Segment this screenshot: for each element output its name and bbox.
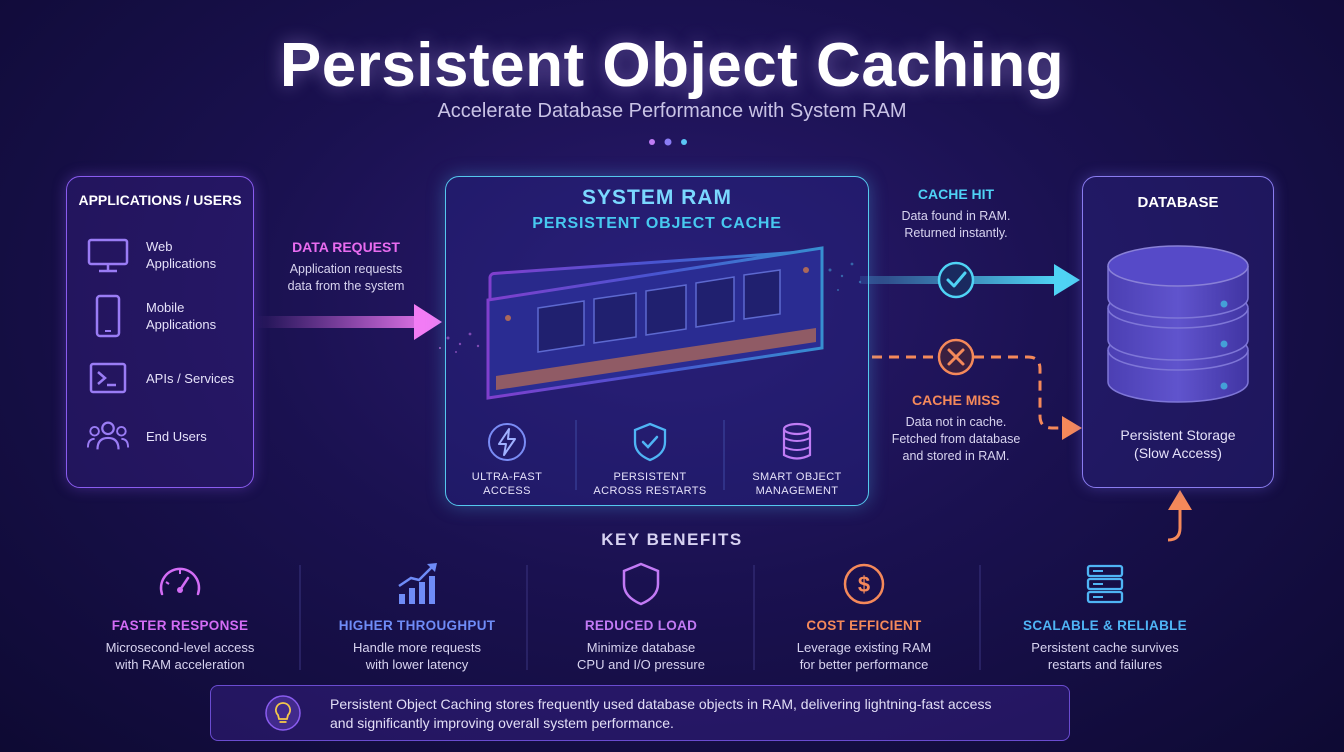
benefit-desc-line: with lower latency (365, 657, 469, 672)
key-benefits-title: KEY BENEFITS (601, 530, 743, 549)
cache-miss-desc-line: Fetched from database (891, 432, 1021, 446)
cache-hit-desc: Data found in RAM. Returned instantly. (866, 208, 1046, 242)
svg-text:$: $ (858, 572, 870, 597)
app-item-label: End Users (146, 428, 207, 444)
cache-miss-desc-line: and stored in RAM. (902, 449, 1010, 463)
ram-feature-label: ULTRA-FAST ACCESS (442, 470, 572, 498)
benefit-desc-line: Microsecond-level access (105, 640, 255, 655)
app-item-end-users: End Users (86, 411, 246, 461)
bar-chart-trend-icon (393, 560, 441, 608)
shield-check-icon (628, 420, 672, 464)
database-label-line: Persistent Storage (1120, 427, 1236, 443)
app-item-label: APIs / Services (146, 370, 235, 386)
benefit-desc: Minimize database CPU and I/O pressure (541, 639, 741, 673)
data-request-desc-line: data from the system (287, 279, 405, 293)
benefit-desc: Handle more requests with lower latency (317, 639, 517, 673)
benefit-desc: Leverage existing RAM for better perform… (764, 639, 964, 673)
mobile-phone-icon (86, 294, 130, 338)
speedometer-icon (156, 560, 204, 608)
benefit-desc: Persistent cache survives restarts and f… (1005, 639, 1205, 673)
benefit-desc-line: Handle more requests (353, 640, 481, 655)
benefit-higher-throughput: HIGHER THROUGHPUT Handle more requests w… (317, 560, 517, 673)
ram-feature-label-line: ACCESS (483, 485, 531, 497)
ram-feature-label-line: ULTRA-FAST (471, 471, 543, 483)
data-request-desc: Application requests data from the syste… (262, 261, 430, 295)
data-request-desc-line: Application requests (289, 262, 403, 276)
users-icon (86, 414, 130, 458)
ram-feature-label-line: MANAGEMENT (755, 485, 839, 497)
database-title: DATABASE (1137, 194, 1219, 211)
page-title: Persistent Object Caching (279, 31, 1065, 100)
ram-feature-label-line: PERSISTENT (613, 471, 687, 483)
shield-icon (617, 560, 665, 608)
database-icon (775, 420, 819, 464)
system-ram-title: SYSTEM RAM (581, 186, 732, 209)
benefit-desc: Microsecond-level access with RAM accele… (80, 639, 280, 673)
terminal-icon (86, 356, 130, 400)
cache-miss-desc-line: Data not in cache. (905, 415, 1007, 429)
summary-text-line: and significantly improving overall syst… (330, 715, 674, 731)
system-ram-panel (445, 176, 869, 506)
app-item-mobile: Mobile Applications (86, 291, 246, 341)
database-label: Persistent Storage (Slow Access) (1082, 426, 1274, 462)
benefit-desc-line: Leverage existing RAM (796, 640, 932, 655)
system-ram-subtitle: PERSISTENT OBJECT CACHE (532, 215, 782, 232)
cache-hit-desc-line: Data found in RAM. (901, 209, 1011, 223)
benefit-reduced-load: REDUCED LOAD Minimize database CPU and I… (541, 560, 741, 673)
database-cylinder-graphic (1107, 245, 1249, 403)
data-request-title: DATA REQUEST (292, 239, 400, 255)
applications-panel-title: APPLICATIONS / USERS (78, 192, 242, 208)
database-label-line: (Slow Access) (1134, 445, 1222, 461)
ram-feature-label-line: ACROSS RESTARTS (593, 485, 707, 497)
server-rack-icon (1081, 560, 1129, 608)
ram-feature-label: SMART OBJECT MANAGEMENT (730, 470, 864, 498)
ram-feature-persistent: PERSISTENT ACROSS RESTARTS (582, 420, 718, 498)
cache-hit-title: CACHE HIT (917, 186, 995, 202)
page-subtitle: Accelerate Database Performance with Sys… (437, 100, 907, 122)
benefit-title: FASTER RESPONSE (111, 618, 249, 633)
benefit-desc-line: restarts and failures (1047, 657, 1163, 672)
benefit-desc-line: Minimize database (586, 640, 696, 655)
app-item-label: Web Applications (146, 239, 217, 271)
ram-feature-ultra-fast: ULTRA-FAST ACCESS (442, 420, 572, 498)
benefit-title: COST EFFICIENT (806, 618, 922, 633)
monitor-icon (86, 233, 130, 277)
app-item-label: Mobile Applications (146, 300, 217, 332)
lightbulb-icon (264, 694, 302, 732)
benefit-desc-line: with RAM acceleration (115, 657, 245, 672)
ram-module-graphic (486, 246, 824, 400)
benefit-desc-line: CPU and I/O pressure (577, 657, 705, 672)
ram-feature-smart-object: SMART OBJECT MANAGEMENT (730, 420, 864, 498)
benefit-title: SCALABLE & RELIABLE (1023, 618, 1187, 633)
lightning-icon (485, 420, 529, 464)
benefit-title: REDUCED LOAD (584, 618, 698, 633)
summary-footer (210, 685, 1070, 741)
app-item-apis: APIs / Services (86, 353, 246, 403)
cache-miss-desc: Data not in cache. Fetched from database… (866, 414, 1046, 465)
ram-feature-label: PERSISTENT ACROSS RESTARTS (582, 470, 718, 498)
benefit-faster-response: FASTER RESPONSE Microsecond-level access… (80, 560, 280, 673)
benefit-scalable-reliable: SCALABLE & RELIABLE Persistent cache sur… (1005, 560, 1205, 673)
cache-hit-desc-line: Returned instantly. (904, 226, 1008, 240)
cache-miss-title: CACHE MISS (912, 392, 1000, 408)
summary-text-line: Persistent Object Caching stores frequen… (330, 696, 992, 712)
app-item-web: Web Applications (86, 230, 246, 280)
benefit-desc-line: Persistent cache survives (1031, 640, 1179, 655)
ram-feature-label-line: SMART OBJECT (752, 471, 842, 483)
benefit-title: HIGHER THROUGHPUT (338, 618, 496, 633)
benefit-desc-line: for better performance (799, 657, 929, 672)
summary-text: Persistent Object Caching stores frequen… (330, 695, 1050, 733)
database-panel (1082, 176, 1274, 488)
benefit-cost-efficient: $ COST EFFICIENT Leverage existing RAM f… (764, 560, 964, 673)
dollar-coin-icon: $ (840, 560, 888, 608)
